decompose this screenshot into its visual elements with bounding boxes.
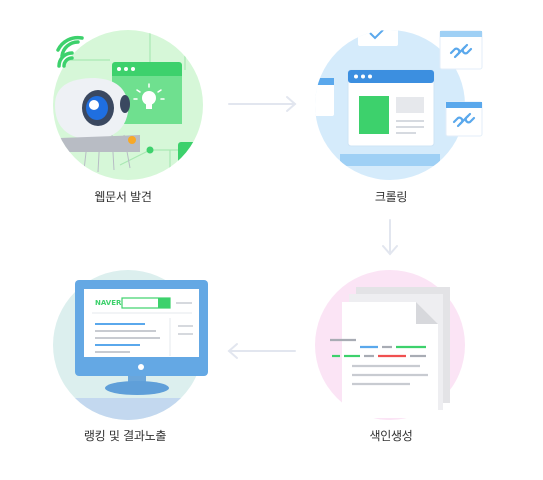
arrow-right [228, 96, 297, 112]
search-results-panel: NAVER [92, 297, 193, 356]
step-label-ranking: 랭킹 및 결과노출 [83, 429, 167, 443]
link-icon [445, 101, 483, 137]
naver-logo: NAVER [95, 299, 122, 307]
arrow-left [227, 343, 296, 359]
step-label-discovery: 웹문서 발견 [94, 190, 152, 204]
step-indexing-illustration [315, 270, 465, 420]
arrow-down [382, 219, 398, 256]
wifi-signal-icon [56, 35, 84, 68]
step-label-crawling: 크롤링 [374, 190, 408, 204]
step-ranking-illustration: NAVER [53, 270, 208, 420]
index-lines [330, 338, 428, 386]
lightbulb-icon [133, 83, 165, 109]
search-button [158, 298, 170, 308]
link-icon [439, 30, 483, 70]
step-crawling-illustration [315, 30, 483, 180]
step-discovery-illustration [53, 30, 203, 180]
step-label-indexing: 색인생성 [369, 429, 413, 443]
robot-crawler-icon [55, 78, 140, 173]
document-stack-icon [342, 287, 450, 418]
browser-window-icon [347, 69, 435, 147]
